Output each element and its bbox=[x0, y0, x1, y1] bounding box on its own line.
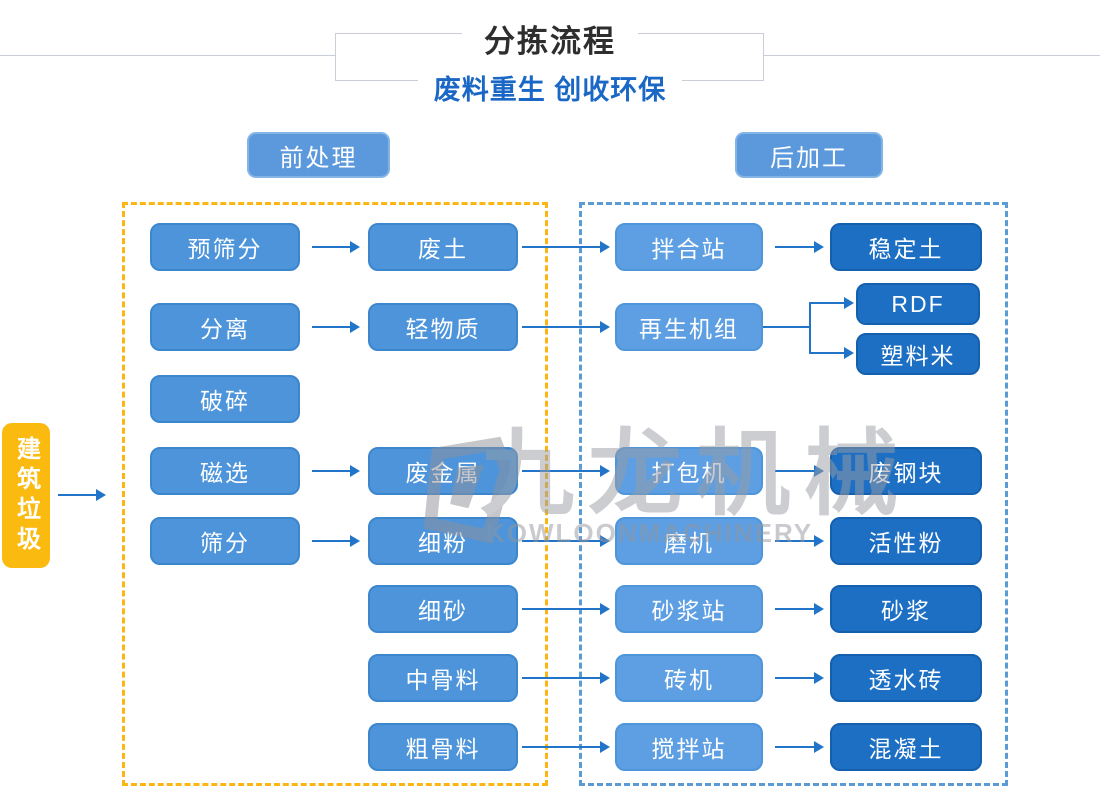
node-fine-sand: 细砂 bbox=[368, 585, 518, 633]
node-grinder: 磨机 bbox=[615, 517, 763, 565]
flow-branch-vline bbox=[809, 302, 811, 354]
node-fine-powder: 细粉 bbox=[368, 517, 518, 565]
node-baler: 打包机 bbox=[615, 447, 763, 495]
node-regeneration-unit: 再生机组 bbox=[615, 303, 763, 351]
flow-arrow bbox=[312, 241, 360, 253]
section-chip-pre-label: 前处理 bbox=[279, 144, 358, 172]
node-brick-machine: 砖机 bbox=[615, 654, 763, 702]
flow-arrow bbox=[775, 603, 824, 615]
flow-arrow bbox=[522, 321, 610, 333]
node-construction-waste: 建筑垃圾 bbox=[2, 423, 50, 568]
flow-arrow bbox=[522, 241, 610, 253]
node-medium-aggregate: 中骨料 bbox=[368, 654, 518, 702]
page-title: 分拣流程 bbox=[462, 16, 638, 61]
page-title-row: 分拣流程 bbox=[0, 16, 1100, 61]
section-chip-pre-processing: 前处理 bbox=[247, 132, 390, 178]
node-scrap-metal: 废金属 bbox=[368, 447, 518, 495]
section-chip-post-label: 后加工 bbox=[770, 144, 848, 172]
flow-arrow bbox=[522, 672, 610, 684]
flow-arrow bbox=[775, 241, 824, 253]
node-crushing: 破碎 bbox=[150, 375, 300, 423]
node-scrap-steel-block: 废钢块 bbox=[830, 447, 982, 495]
node-agitation-station: 搅拌站 bbox=[615, 723, 763, 771]
flow-arrow bbox=[522, 603, 610, 615]
flow-branch-line bbox=[763, 326, 810, 328]
node-mortar-station: 砂浆站 bbox=[615, 585, 763, 633]
flow-arrow bbox=[522, 741, 610, 753]
node-active-powder: 活性粉 bbox=[830, 517, 982, 565]
node-mortar: 砂浆 bbox=[830, 585, 982, 633]
node-screening: 筛分 bbox=[150, 517, 300, 565]
post-processing-zone bbox=[579, 202, 1008, 786]
node-coarse-aggregate: 粗骨料 bbox=[368, 723, 518, 771]
node-stabilized-soil: 稳定土 bbox=[830, 223, 982, 271]
node-separation: 分离 bbox=[150, 303, 300, 351]
node-plastic-pellets: 塑料米 bbox=[856, 333, 980, 375]
flow-arrow bbox=[312, 535, 360, 547]
node-waste-soil: 废土 bbox=[368, 223, 518, 271]
node-magnetic-separation: 磁选 bbox=[150, 447, 300, 495]
flow-arrow bbox=[775, 465, 824, 477]
flow-arrow bbox=[522, 465, 610, 477]
node-mixing-station: 拌合站 bbox=[615, 223, 763, 271]
page-subtitle-row: 废料重生 创收环保 bbox=[0, 68, 1100, 107]
flow-arrow bbox=[522, 535, 610, 547]
flow-arrow bbox=[775, 672, 824, 684]
node-light-material: 轻物质 bbox=[368, 303, 518, 351]
flow-arrow bbox=[810, 297, 854, 309]
section-chip-post-processing: 后加工 bbox=[735, 132, 883, 178]
node-concrete: 混凝土 bbox=[830, 723, 982, 771]
flow-arrow bbox=[775, 535, 824, 547]
pre-processing-zone bbox=[122, 202, 548, 786]
flow-arrow bbox=[312, 465, 360, 477]
flow-arrow-source bbox=[58, 489, 106, 501]
node-permeable-brick: 透水砖 bbox=[830, 654, 982, 702]
node-rdf: RDF bbox=[856, 283, 980, 325]
flow-arrow bbox=[810, 347, 854, 359]
page-subtitle: 废料重生 创收环保 bbox=[417, 68, 683, 107]
flow-arrow bbox=[775, 741, 824, 753]
node-pre-screening: 预筛分 bbox=[150, 223, 300, 271]
flow-arrow bbox=[312, 321, 360, 333]
